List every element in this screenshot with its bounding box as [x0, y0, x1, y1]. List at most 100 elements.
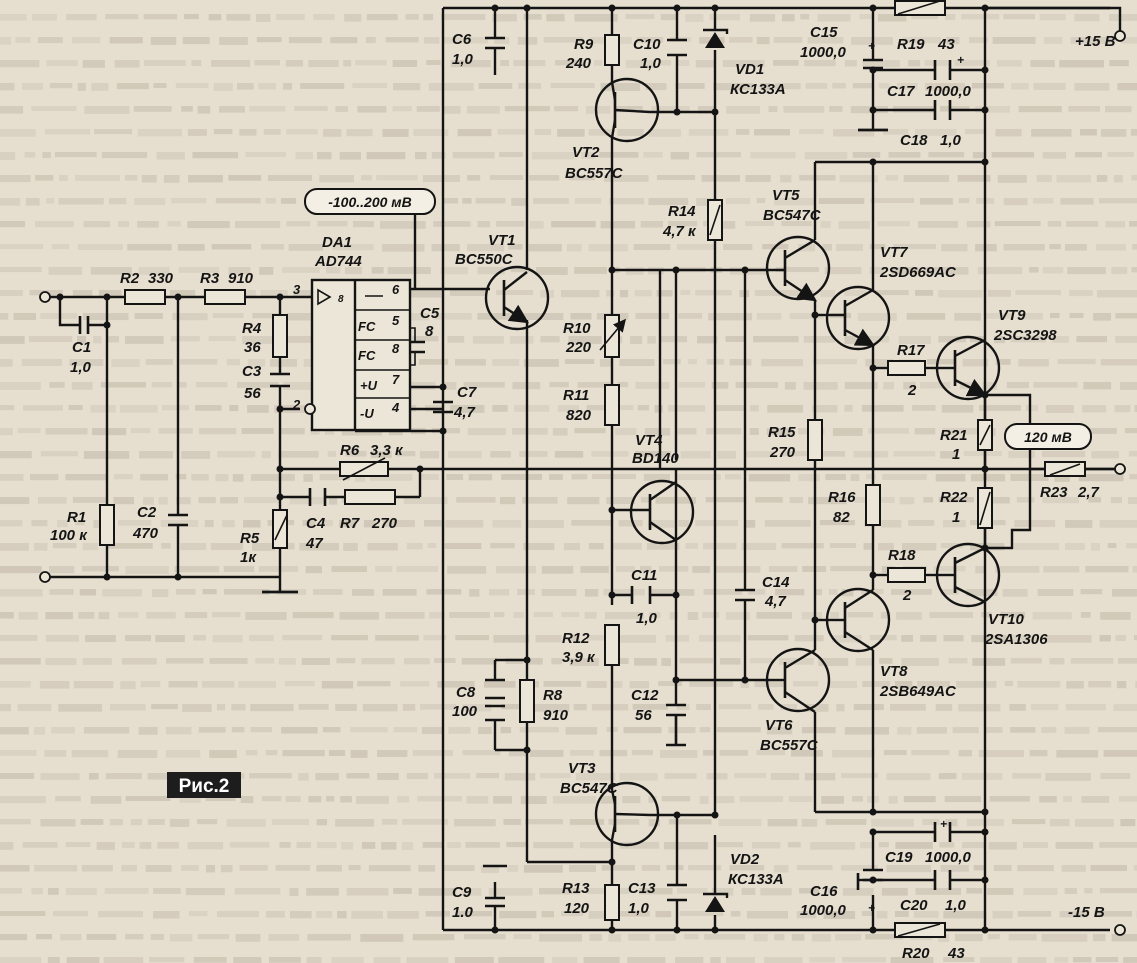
background-text-stroke [839, 175, 878, 183]
background-text-stroke [117, 221, 130, 228]
background-text-stroke [151, 704, 178, 710]
background-text-stroke [659, 60, 672, 66]
background-text-stroke [588, 244, 628, 252]
background-text-stroke [1039, 14, 1066, 21]
background-text-stroke [610, 543, 642, 550]
background-text-stroke [28, 336, 73, 342]
background-text-stroke [832, 635, 862, 643]
background-text-stroke [254, 60, 280, 66]
background-text-stroke [773, 60, 799, 66]
background-text-stroke [340, 796, 352, 803]
background-text-stroke [0, 520, 23, 527]
background-text-stroke [825, 819, 867, 825]
label-c8-ref: C8 [456, 684, 476, 701]
background-text-stroke [52, 543, 77, 549]
background-text-stroke [801, 612, 823, 620]
background-text-stroke [284, 681, 315, 687]
background-text-stroke [676, 704, 690, 711]
background-text-stroke [0, 497, 30, 505]
label-r16-ref: R16 [828, 489, 856, 506]
background-text-stroke [781, 221, 812, 227]
label-c1-val: 1,0 [70, 359, 92, 376]
background-text-stroke [1100, 359, 1137, 366]
label-r3-val: 910 [228, 270, 254, 287]
background-text-stroke [611, 681, 623, 688]
background-text-stroke [0, 589, 43, 597]
background-text-stroke [169, 819, 190, 827]
background-text-stroke [1116, 681, 1127, 689]
background-text-stroke [557, 129, 585, 137]
background-text-stroke [513, 60, 546, 67]
background-text-stroke [1118, 796, 1137, 802]
background-text-stroke [45, 635, 79, 642]
background-text-stroke [0, 37, 11, 45]
background-text-stroke [972, 83, 1005, 89]
background-text-stroke [1043, 566, 1080, 573]
background-text-stroke [267, 175, 312, 181]
background-text-stroke [423, 635, 447, 641]
resistor-r1 [99, 504, 115, 546]
background-text-stroke [753, 934, 768, 942]
background-text-stroke [1055, 842, 1094, 849]
background-text-stroke [444, 543, 482, 550]
background-text-stroke [489, 175, 524, 181]
background-text-stroke [45, 612, 73, 620]
background-text-stroke [1041, 934, 1088, 942]
background-text-stroke [603, 175, 649, 182]
background-text-stroke [587, 635, 615, 641]
background-text-stroke [655, 911, 672, 918]
background-text-stroke [82, 60, 105, 68]
label-c15-ref: C15 [810, 24, 838, 41]
background-text-stroke [423, 520, 442, 527]
background-text-stroke [804, 704, 829, 712]
background-text-stroke [758, 704, 774, 710]
background-text-stroke [125, 336, 164, 344]
background-text-stroke [217, 911, 259, 918]
background-text-stroke [82, 566, 119, 572]
background-text-stroke [523, 14, 542, 20]
background-text-stroke [841, 773, 879, 779]
background-text-stroke [313, 14, 335, 21]
background-text-stroke [1080, 612, 1091, 618]
background-text-stroke [187, 129, 207, 136]
background-text-stroke [52, 911, 89, 917]
background-text-stroke [143, 14, 178, 20]
background-text-stroke [256, 37, 282, 43]
background-text-stroke [688, 359, 697, 365]
background-text-stroke [619, 773, 658, 781]
background-text-stroke [560, 290, 600, 298]
background-text-stroke [726, 198, 751, 205]
resistor-r8 [519, 679, 535, 723]
background-text-stroke [564, 359, 595, 365]
background-text-stroke [192, 152, 239, 159]
background-text-stroke [939, 106, 970, 112]
background-text-stroke [528, 658, 543, 665]
background-text-stroke [45, 198, 55, 204]
background-text-stroke [137, 129, 182, 137]
background-text-stroke [612, 911, 650, 917]
background-text-stroke [941, 405, 974, 413]
background-text-stroke [685, 14, 704, 22]
background-text-stroke [823, 911, 856, 919]
background-text-stroke [285, 60, 304, 67]
background-text-stroke [1033, 83, 1066, 90]
background-text-stroke [942, 520, 966, 528]
label-r18-ref: R18 [888, 547, 916, 564]
background-text-stroke [166, 658, 204, 664]
background-text-stroke [549, 382, 569, 388]
background-text-stroke [492, 14, 517, 22]
background-text-stroke [1131, 267, 1137, 273]
background-text-stroke [289, 497, 325, 505]
background-text-stroke [449, 612, 490, 618]
background-text-stroke [724, 474, 742, 480]
background-text-stroke [1011, 819, 1046, 825]
label-r13-val: 120 [564, 900, 590, 917]
background-text-stroke [568, 175, 596, 181]
background-text-stroke [924, 267, 969, 275]
label-r21-ref: R21 [940, 427, 968, 444]
label-c17-ref: C17 [887, 83, 915, 100]
label-r23-val: 2,7 [1077, 484, 1100, 501]
background-text-stroke [722, 221, 736, 229]
background-text-stroke [0, 382, 41, 390]
background-text-stroke [328, 497, 338, 505]
